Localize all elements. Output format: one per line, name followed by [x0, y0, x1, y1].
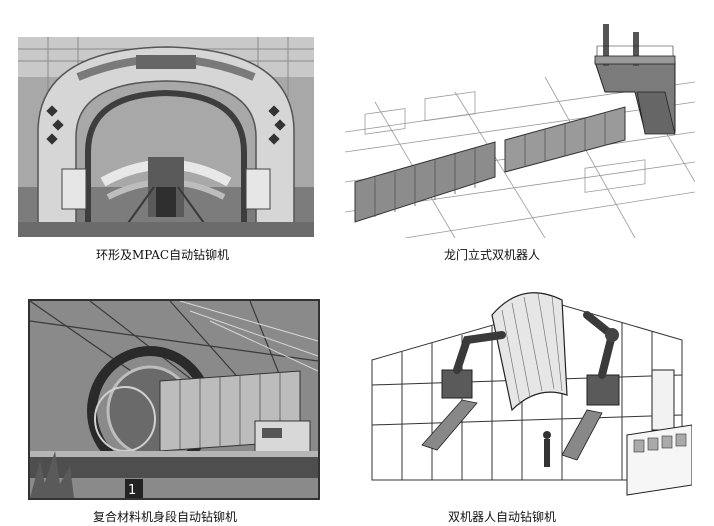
ring-mpac-photo: [18, 37, 314, 237]
figure-caption: 复合材料机身段自动钻铆机: [93, 510, 238, 524]
gantry-robot-drawing: [345, 22, 695, 238]
figure-caption: 环形及MPAC自动钻铆机: [96, 248, 230, 262]
station-number: 1: [128, 483, 136, 498]
figure-caption: 龙门立式双机器人: [444, 248, 541, 262]
composite-fuselage-photo: 1: [28, 299, 320, 500]
figure-caption: 双机器人自动钻铆机: [448, 510, 557, 524]
dual-robot-drawing: [362, 285, 692, 503]
